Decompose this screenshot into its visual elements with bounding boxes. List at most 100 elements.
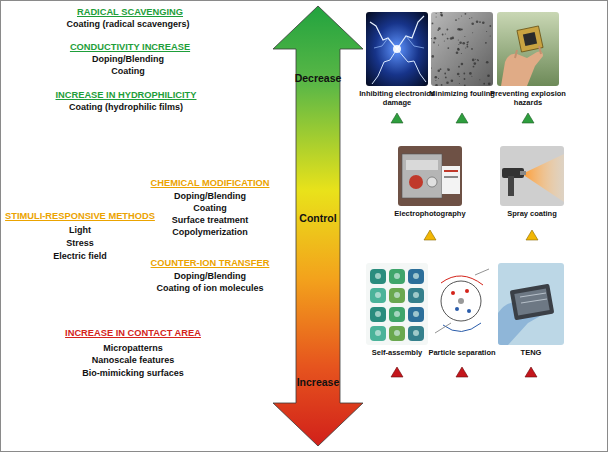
graphic-part (455, 19, 457, 21)
graphic-part (394, 292, 400, 298)
graphic-part (370, 288, 386, 303)
graphic-part (473, 66, 475, 68)
graphic-part (444, 41, 445, 42)
graphic-part (408, 326, 424, 341)
graphic-part (458, 39, 459, 40)
graphic-part (393, 45, 401, 53)
graphic-part (413, 330, 419, 336)
graphic-part (471, 76, 472, 77)
method-item: Coating (radical scavengers) (18, 19, 238, 30)
graphic-part (397, 49, 426, 82)
application-image (398, 146, 462, 206)
method-item: Nanoscale features (23, 355, 243, 366)
graphic-part (413, 292, 419, 298)
graphic-part (402, 154, 442, 198)
graphic-part (435, 84, 438, 86)
graphic-part (409, 175, 423, 189)
graphic-part (523, 32, 537, 46)
graphic-part (487, 74, 490, 77)
application-image (498, 263, 564, 345)
green-triangle (456, 113, 468, 123)
graphic-part (408, 269, 424, 284)
graphic-part (522, 154, 564, 202)
graphic-part (498, 263, 564, 345)
graphic-part (457, 73, 460, 76)
graphic-part (434, 37, 437, 40)
graphic-part (374, 38, 388, 48)
graphic-part (515, 46, 541, 58)
graphic-part (486, 31, 487, 33)
method-item: Bio-mimicking surfaces (23, 368, 243, 379)
graphic-part (398, 146, 462, 206)
graphic-part (477, 59, 479, 61)
graphic-part (464, 78, 466, 80)
graphic-part (372, 49, 397, 84)
application-image (431, 263, 493, 345)
graphic-part (462, 42, 465, 45)
graphic-part (457, 48, 459, 50)
application-label: TENG (493, 348, 569, 357)
application-tile: Minimizing fouling (424, 12, 500, 98)
graphic-part (471, 22, 474, 25)
graphic-part (469, 18, 470, 19)
graphic-part (435, 77, 436, 78)
graphic-part (406, 36, 424, 48)
scale-arrow: DecreaseControlIncrease (272, 5, 364, 447)
graphic-part (477, 59, 478, 60)
graphic-part (431, 68, 432, 69)
graphic-part (521, 299, 547, 303)
application-label: Spray coating (494, 209, 570, 218)
yellow-triangle (424, 230, 436, 240)
application-tile: Particle separation (424, 263, 500, 357)
category-heading: STIMULI-RESPONSIVE METHODS (0, 211, 190, 222)
method-item: Doping/Blending (100, 191, 320, 202)
graphic-part (273, 6, 363, 446)
graphic-part (408, 288, 424, 303)
graphic-part (427, 177, 437, 187)
application-label: Electrophotography (392, 209, 468, 218)
graphic-part (375, 330, 381, 336)
graphic-part (447, 29, 449, 31)
scale-label: Control (272, 212, 364, 224)
application-tile: Spray coating (494, 146, 570, 218)
graphic-part (465, 289, 469, 293)
graphic-part (469, 72, 472, 75)
graphic-part (440, 68, 442, 70)
application-tile: Inhibiting electronics damage (359, 12, 435, 107)
graphic-part (459, 41, 462, 44)
graphic-part (447, 69, 450, 72)
graphic-part (497, 12, 559, 86)
application-image (366, 263, 428, 345)
application-tile: TENG (493, 263, 569, 357)
method-item: Copolymerization (100, 227, 320, 238)
graphic-part (461, 15, 462, 16)
application-image (500, 146, 564, 206)
graphic-part (471, 48, 473, 50)
graphic-part (447, 47, 449, 49)
graphic-part (476, 21, 479, 24)
graphic-part (438, 78, 439, 79)
graphic-part (500, 146, 564, 206)
application-label: Preventing explosion hazards (490, 89, 566, 107)
graphic-part (406, 160, 438, 170)
application-tile: Self-assembly (359, 263, 435, 357)
category-heading: INCREASE IN CONTACT AREA (23, 328, 243, 339)
graphic-part (458, 298, 464, 304)
application-label: Inhibiting electronics damage (359, 89, 435, 107)
graphic-part (508, 176, 514, 196)
graphic-part (458, 18, 459, 19)
graphic-part (451, 291, 455, 295)
graphic-part (413, 311, 419, 317)
graphic-part (389, 269, 405, 284)
graphic-part (370, 22, 397, 49)
red-triangle (525, 367, 537, 377)
application-image (366, 12, 428, 86)
graphic-part (475, 269, 489, 275)
graphic-part (435, 76, 438, 79)
graphic-part (465, 13, 467, 15)
graphic-part (457, 48, 460, 51)
application-label: Self-assembly (359, 348, 435, 357)
category-heading: COUNTER-ION TRANSFER (100, 258, 320, 269)
graphic-part (370, 269, 386, 284)
graphic-part (375, 273, 381, 279)
